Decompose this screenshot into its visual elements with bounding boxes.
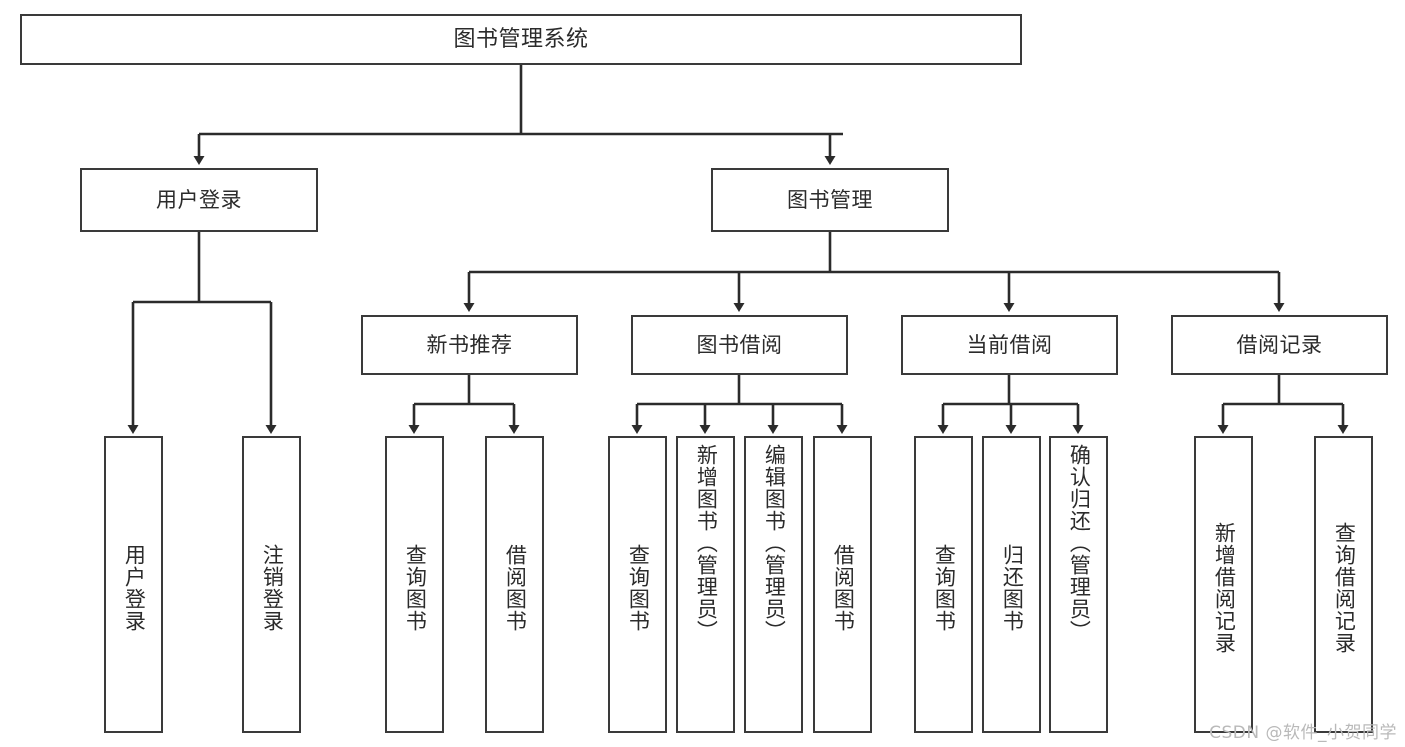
node-leaf-user-login[interactable]: 用户登录	[104, 436, 163, 733]
node-book-borrow[interactable]: 图书借阅	[631, 315, 848, 375]
node-leaf-add-record-label: 新增借阅记录	[1212, 521, 1237, 654]
node-leaf-add-record[interactable]: 新增借阅记录	[1194, 436, 1253, 733]
node-leaf-borrow-book-2[interactable]: 借阅图书	[813, 436, 872, 733]
node-new-book-rec[interactable]: 新书推荐	[361, 315, 578, 375]
node-leaf-query-record-label: 查询借阅记录	[1332, 521, 1357, 654]
node-leaf-borrow-book-1[interactable]: 借阅图书	[485, 436, 544, 733]
node-leaf-query-book-1[interactable]: 查询图书	[385, 436, 444, 733]
node-book-manage[interactable]: 图书管理	[711, 168, 949, 232]
node-leaf-return-book[interactable]: 归还图书	[982, 436, 1041, 733]
node-leaf-return-book-label: 归还图书	[1000, 543, 1025, 632]
node-leaf-query-book-2[interactable]: 查询图书	[608, 436, 667, 733]
node-leaf-add-book-label: 新增图书（管理员）	[694, 444, 719, 642]
node-leaf-borrow-book-2-label: 借阅图书	[831, 543, 856, 632]
node-leaf-query-book-2-label: 查询图书	[626, 543, 651, 632]
node-book-borrow-label: 图书借阅	[696, 332, 783, 357]
node-current-borrow[interactable]: 当前借阅	[901, 315, 1118, 375]
node-leaf-borrow-book-1-label: 借阅图书	[503, 543, 528, 632]
node-leaf-query-book-1-label: 查询图书	[403, 543, 428, 632]
node-new-book-rec-label: 新书推荐	[426, 332, 513, 357]
node-root-label: 图书管理系统	[453, 26, 589, 52]
node-leaf-edit-book[interactable]: 编辑图书（管理员）	[744, 436, 803, 733]
node-book-manage-label: 图书管理	[787, 187, 873, 212]
node-current-borrow-label: 当前借阅	[966, 332, 1053, 357]
node-user-login[interactable]: 用户登录	[80, 168, 318, 232]
node-root[interactable]: 图书管理系统	[20, 14, 1022, 65]
node-leaf-query-record[interactable]: 查询借阅记录	[1314, 436, 1373, 733]
node-leaf-query-book-3-label: 查询图书	[932, 543, 957, 632]
node-leaf-query-book-3[interactable]: 查询图书	[914, 436, 973, 733]
node-leaf-edit-book-label: 编辑图书（管理员）	[762, 444, 787, 642]
node-borrow-record-label: 借阅记录	[1236, 332, 1323, 357]
node-leaf-confirm-return-label: 确认归还（管理员）	[1067, 444, 1092, 642]
node-leaf-user-login-label: 用户登录	[122, 543, 147, 632]
node-leaf-add-book[interactable]: 新增图书（管理员）	[676, 436, 735, 733]
node-user-login-label: 用户登录	[156, 187, 242, 212]
node-leaf-logout[interactable]: 注销登录	[242, 436, 301, 733]
node-leaf-confirm-return[interactable]: 确认归还（管理员）	[1049, 436, 1108, 733]
node-leaf-logout-label: 注销登录	[260, 543, 285, 632]
node-borrow-record[interactable]: 借阅记录	[1171, 315, 1388, 375]
